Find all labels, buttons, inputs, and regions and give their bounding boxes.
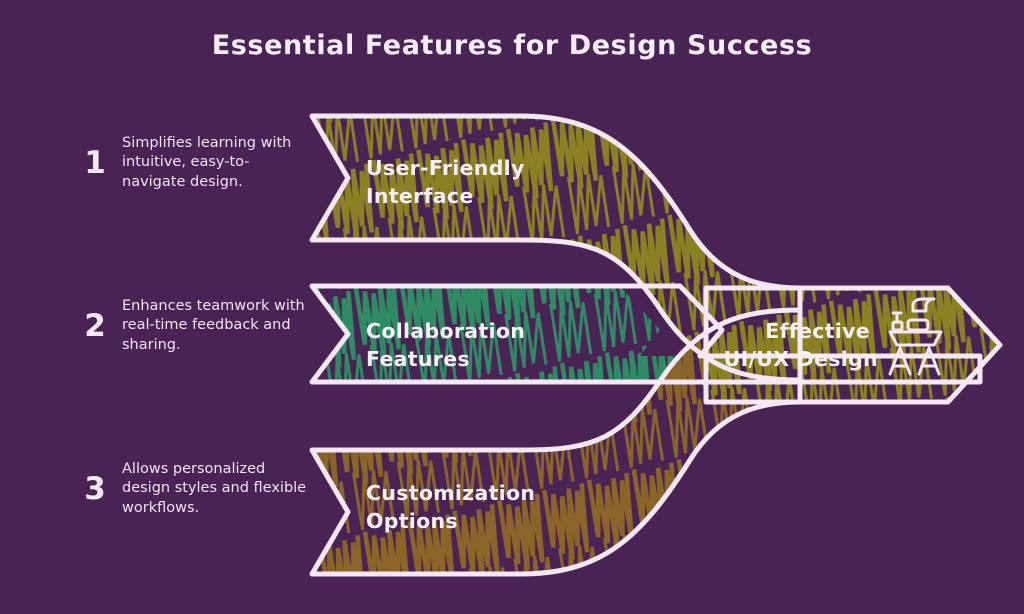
item-description: Enhances teamwork with real-time feedbac… [122, 298, 305, 353]
result-texture [706, 288, 1000, 402]
branch-top-label-line1: User-Friendly [366, 156, 525, 180]
branch-middle-label-line2: Features [366, 347, 470, 371]
list-item: 3 Allows personalized design styles and … [78, 460, 308, 518]
result-label-line2: UI/UX Design [724, 347, 878, 371]
drafting-table-icon [888, 297, 943, 376]
branch-bottom-label-line2: Options [366, 509, 458, 533]
list-item: 1 Simplifies learning with intuitive, ea… [78, 134, 308, 192]
item-description: Allows personalized design styles and fl… [122, 461, 307, 516]
result-label-line1: Effective [765, 319, 870, 343]
page-title: Essential Features for Design Success [211, 30, 813, 61]
item-number: 2 [84, 307, 106, 344]
item-number: 1 [84, 144, 106, 181]
branch-middle-label-line1: Collaboration [366, 319, 525, 343]
result-arrow-shape [703, 285, 1003, 405]
branch-middle-shape [309, 283, 983, 385]
branch-top-label-line2: Interface [366, 184, 474, 208]
branch-bottom-label-line1: Customization [366, 481, 535, 505]
list-item: 2 Enhances teamwork with real-time feedb… [78, 297, 308, 355]
item-description: Simplifies learning with intuitive, easy… [122, 135, 292, 190]
item-number: 3 [84, 470, 106, 507]
